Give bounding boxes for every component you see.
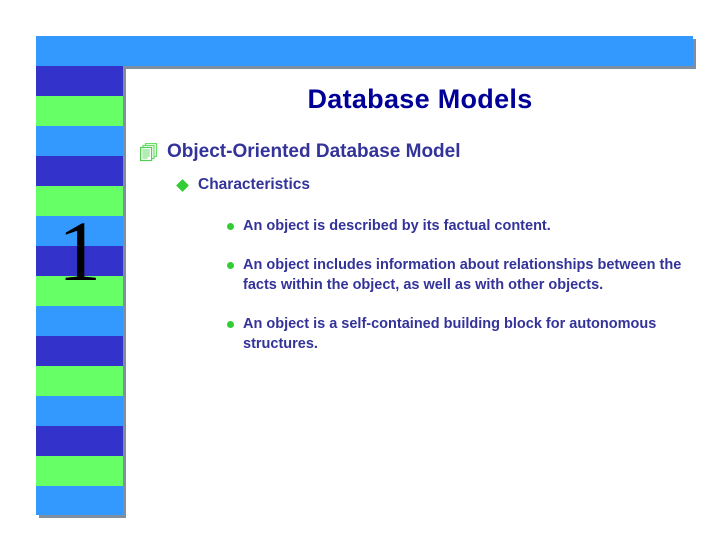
bullet-level3-label: An object is a self-contained building b…: [243, 315, 657, 353]
top-banner-decoration: [36, 36, 693, 66]
sidebar-stripe: [36, 216, 123, 246]
bullet-level3-label: An object is described by its factual co…: [243, 218, 551, 235]
sidebar-stripe: [36, 366, 123, 396]
sidebar-stripe: [36, 456, 123, 486]
bullet-level3: An object includes information about rel…: [224, 255, 705, 296]
bullet-level2: Characteristics: [176, 175, 709, 194]
dot-bullet-icon: [227, 223, 234, 231]
sidebar-stripe: [36, 486, 123, 515]
sidebar-stripe: [36, 306, 123, 336]
sidebar-stripe: [36, 186, 123, 216]
bullet-level3-group: An object is described by its factual co…: [131, 216, 709, 355]
dot-bullet-icon: [227, 261, 234, 269]
sidebar-stripe: [36, 336, 123, 366]
bullet-level1: Object-Oriented Database Model: [140, 140, 709, 164]
bullet-level2-label: Characteristics: [198, 175, 311, 193]
bullet-level1-label: Object-Oriented Database Model: [167, 141, 461, 162]
bullet-level3: An object is a self-contained building b…: [224, 314, 705, 355]
stacked-documents-icon: [140, 142, 160, 162]
sidebar-stripe-decoration: [36, 66, 123, 515]
sidebar-stripe: [36, 276, 123, 306]
bullet-level3-label: An object includes information about rel…: [243, 256, 682, 294]
diamond-bullet-icon: [176, 178, 189, 192]
sidebar-stripe: [36, 156, 123, 186]
sidebar-stripe: [36, 126, 123, 156]
sidebar-stripe: [36, 96, 123, 126]
sidebar-stripe: [36, 66, 123, 96]
slide-content: Database Models Object-Oriented Data: [131, 72, 709, 512]
sidebar-stripe: [36, 396, 123, 426]
sidebar-stripe: [36, 246, 123, 276]
page-title: Database Models: [307, 84, 533, 114]
sidebar-stripe: [36, 426, 123, 456]
bullet-level3: An object is described by its factual co…: [224, 216, 705, 237]
dot-bullet-icon: [227, 320, 234, 328]
